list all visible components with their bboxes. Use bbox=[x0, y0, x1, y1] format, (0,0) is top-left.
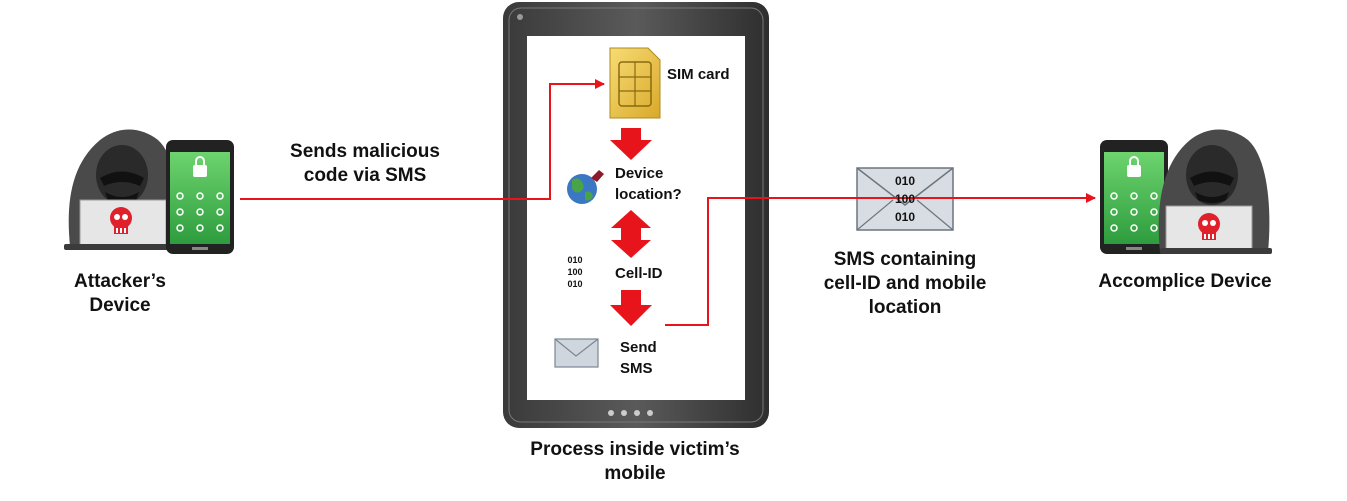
sim-card-icon bbox=[609, 47, 661, 119]
sms-label-line-3: location bbox=[868, 297, 942, 318]
envelope-binary-line-3: 010 bbox=[894, 210, 916, 224]
victim-label: Process inside victim’s mobile bbox=[500, 438, 770, 486]
send-sms-line-2: SMS bbox=[620, 360, 653, 377]
accomplice-label-line-1: Accomplice Device bbox=[1098, 271, 1272, 292]
attacker-label: Attacker’s Device bbox=[55, 270, 185, 318]
envelope-binary-line-1: 010 bbox=[894, 174, 916, 188]
location-label-line-2: location? bbox=[615, 186, 682, 203]
attacker-smartphone-icon bbox=[166, 140, 234, 254]
globe-icon bbox=[567, 170, 604, 204]
attacker-hacker-icon bbox=[64, 129, 182, 250]
accomplice-skull-icon bbox=[1198, 213, 1220, 240]
attacker-label-line-2: Device bbox=[89, 295, 151, 316]
envelope-binary-line-2: 100 bbox=[894, 192, 916, 206]
binary-line-3: 010 bbox=[567, 279, 583, 289]
cell-id-label: Cell-ID bbox=[615, 265, 663, 282]
flow-arrow-down-1 bbox=[610, 128, 652, 160]
exfiltration-sms-arrow bbox=[665, 193, 1096, 326]
flow-arrow-down-2 bbox=[610, 290, 652, 326]
binary-code-small: 010 100 010 bbox=[560, 254, 590, 290]
sms-label-line-2: cell-ID and mobile bbox=[823, 273, 987, 294]
victim-label-line-1: Process inside victim’s bbox=[530, 439, 740, 460]
flow-arrow-bidirectional bbox=[611, 210, 651, 258]
attacker-skull-icon bbox=[110, 207, 132, 234]
device-location-label: Device location? bbox=[615, 163, 682, 205]
send-malicious-label: Sends malicious code via SMS bbox=[255, 140, 475, 188]
envelope-icon bbox=[554, 338, 599, 368]
send-sms-line-1: Send bbox=[620, 339, 657, 356]
malicious-sms-arrow bbox=[240, 79, 605, 200]
accomplice-smartphone-icon bbox=[1100, 140, 1168, 254]
send-label-line-2: code via SMS bbox=[303, 165, 427, 186]
attacker-label-line-1: Attacker’s bbox=[74, 271, 166, 292]
accomplice-label: Accomplice Device bbox=[1070, 270, 1300, 294]
binary-line-1: 010 bbox=[567, 255, 583, 265]
send-label-line-1: Sends malicious bbox=[290, 141, 440, 162]
send-sms-label: Send SMS bbox=[620, 337, 657, 379]
sms-containing-label: SMS containing cell-ID and mobile locati… bbox=[790, 248, 1020, 320]
binary-code-envelope: 010 100 010 bbox=[880, 172, 930, 226]
binary-line-2: 100 bbox=[567, 267, 583, 277]
victim-label-line-2: mobile bbox=[604, 463, 666, 484]
sms-label-line-1: SMS containing bbox=[833, 249, 977, 270]
sim-card-label: SIM card bbox=[667, 66, 730, 83]
location-label-line-1: Device bbox=[615, 165, 664, 182]
